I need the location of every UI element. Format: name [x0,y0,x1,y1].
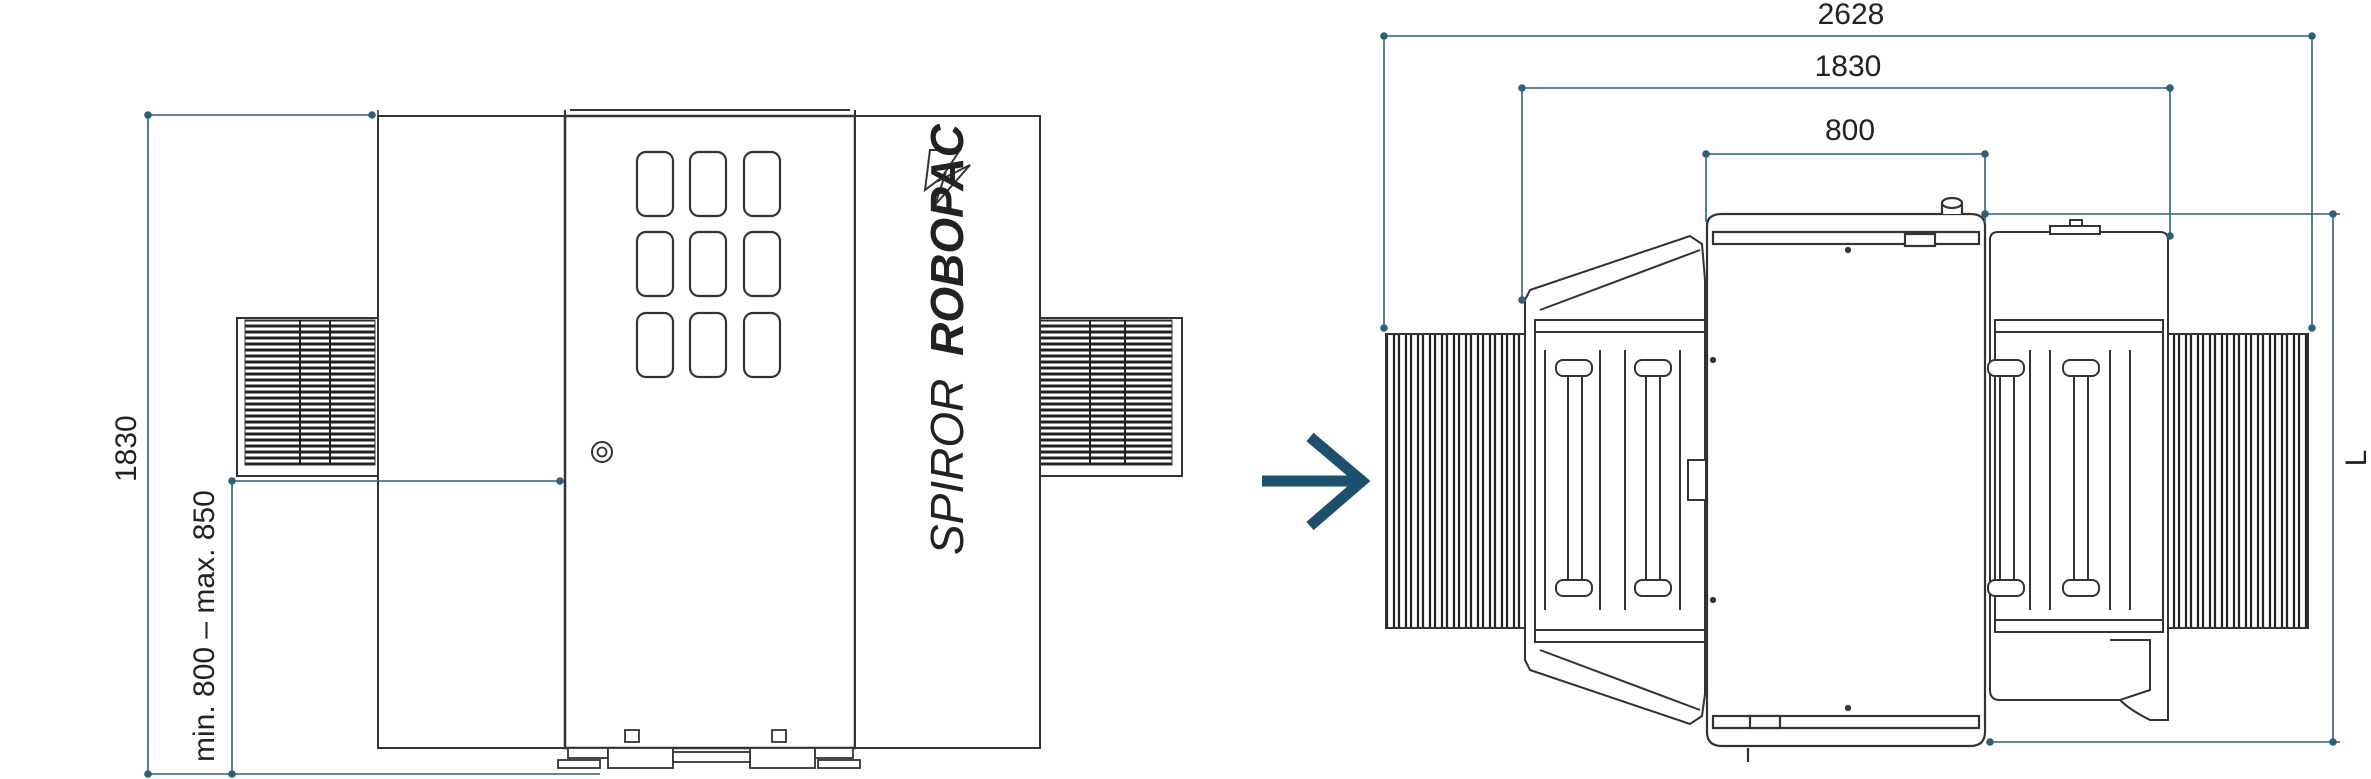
top-left-conveyor [1385,333,1527,629]
top-length-label: L [2340,450,2371,467]
brand-light-text: SPIROR [921,379,973,555]
top-overall-width-label: 2628 [1818,0,1885,31]
top-inner-width-label: 800 [1825,114,1875,147]
front-work-height-label: min. 800 – max. 850 [188,490,221,762]
top-view: 2628 1830 800 L [1380,0,2371,762]
direction-arrow-icon [1262,432,1371,531]
front-right-conveyor [1036,317,1183,477]
door-windows [635,150,782,379]
top-right-mechanism [1987,350,2131,610]
front-height-dimension [144,111,600,775]
door-lock-icon [591,441,613,463]
front-view: SPIROR ROBOPAC 1830 min. 800 – max. 850 [110,109,1183,778]
cabinet-base [557,729,861,769]
top-center-body [1705,196,1987,762]
front-height-label: 1830 [110,415,143,482]
brand-bold-text: ROBOPAC [921,123,973,355]
top-frame-width-label: 1830 [1815,50,1882,83]
top-right-conveyor [2167,333,2309,629]
front-work-height-dimension [144,477,564,778]
svg-text:SPIROR ROBOPAC: SPIROR ROBOPAC [921,123,973,555]
cabinet-left-panel [377,115,566,749]
cabinet-door [563,114,857,750]
front-left-conveyor [236,317,381,477]
top-left-wing [1524,234,1706,726]
robopac-logo-icon [923,149,971,206]
cabinet-right-panel [854,115,1041,749]
top-left-mechanism [1544,350,1707,610]
top-dimension-lines [1380,32,2340,746]
